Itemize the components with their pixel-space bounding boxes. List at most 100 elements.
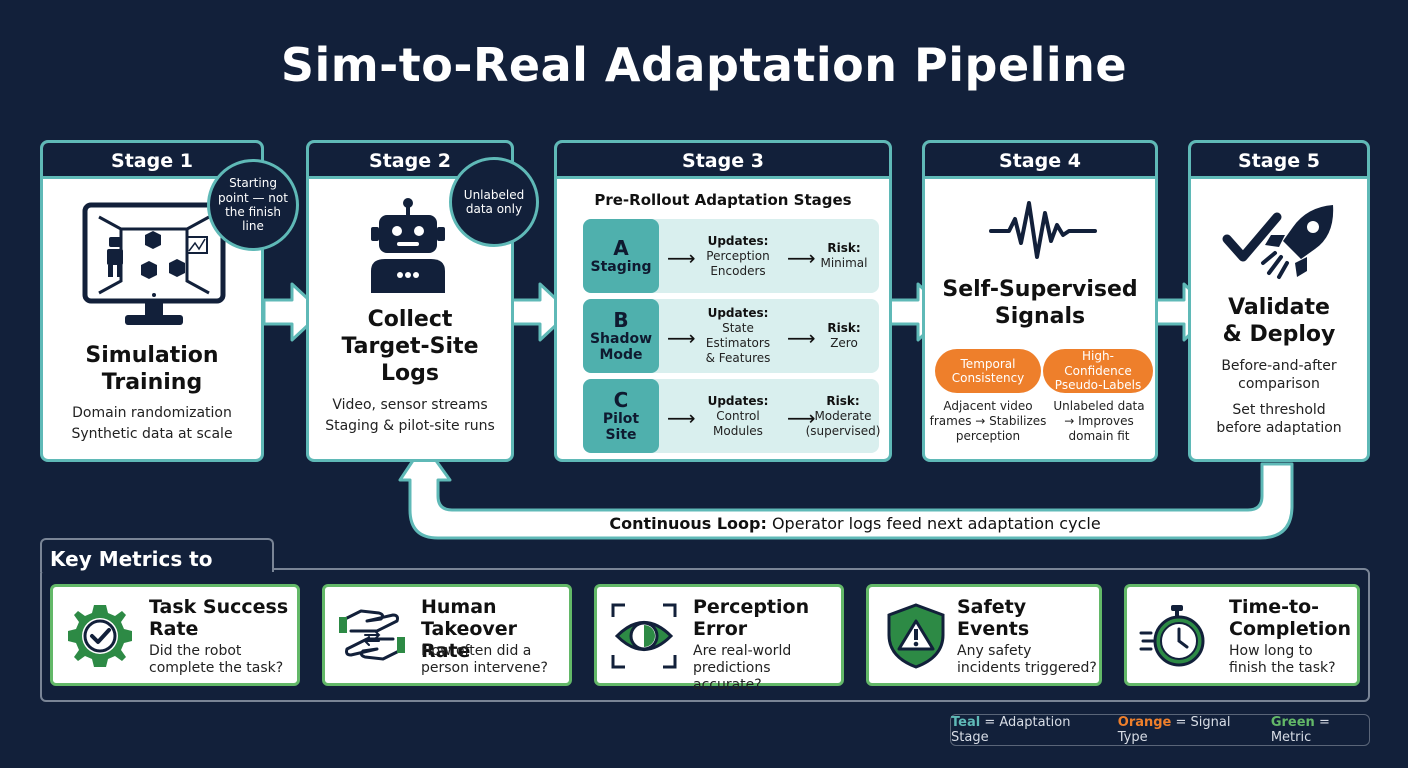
legend-key: Orange	[1117, 715, 1172, 730]
risk-col: Risk: Moderate (supervised)	[805, 379, 881, 453]
title-line: Safety	[957, 596, 1027, 618]
description-line: How long to	[1229, 643, 1313, 659]
title-line: Logs	[381, 360, 439, 386]
description-line: complete the task?	[149, 659, 284, 676]
metric-card-task-success: Task Success Rate Did the robot complete…	[50, 584, 300, 686]
title-line: Rate	[149, 617, 199, 640]
stage-title: Simulation Training	[43, 343, 261, 397]
metric-card-human-takeover: Human Takeover Rate How often did a pers…	[322, 584, 572, 686]
signal-description: Adjacent video frames → Stabilizes perce…	[927, 399, 1049, 444]
updates-col: Updates: Control Modules	[695, 379, 781, 453]
row-badge: A Staging	[583, 219, 659, 293]
updates-line: Perception	[706, 248, 770, 263]
description-line: incidents triggered?	[957, 659, 1097, 676]
risk-line: Minimal	[820, 256, 868, 270]
description-line: Video, sensor streams	[332, 397, 488, 413]
description-line: Synthetic data at scale	[71, 426, 233, 442]
stopwatch-icon	[1139, 605, 1205, 667]
metric-card-perception-error: Perception Error Are real-world predicti…	[594, 584, 844, 693]
updates-col: Updates: State Estimators & Features	[695, 299, 781, 373]
row-badge: C Pilot Site	[583, 379, 659, 453]
title-line: Self-Supervised	[942, 277, 1138, 302]
legend-key: Green	[1270, 715, 1315, 730]
loop-caption: Continuous Loop: Operator logs feed next…	[520, 514, 1190, 533]
title-line: Signals	[994, 303, 1086, 329]
description-line: Did the robot	[149, 643, 242, 659]
description-line: → Improves	[1064, 414, 1134, 428]
updates-label: Updates:	[707, 233, 769, 248]
row-name: Site	[605, 427, 637, 443]
loop-text: Operator logs feed next adaptation cycle	[766, 514, 1101, 533]
signal-description: Unlabeled data → Improves domain fit	[1043, 399, 1155, 444]
title-line: Simulation	[85, 343, 219, 368]
metric-title: Perception Error	[693, 596, 809, 641]
stage-2-card: Stage 2 Collect Target-Site Logs Video, …	[306, 140, 539, 462]
description-line: Adjacent video	[943, 399, 1033, 413]
row-name: Shadow	[589, 330, 653, 347]
pill-line: Consistency	[951, 371, 1025, 385]
stage-description: Set threshold before adaptation	[1191, 401, 1367, 437]
arrow-right-icon: ⟶	[787, 406, 816, 430]
legend: Teal = Adaptation Stage Orange = Signal …	[950, 714, 1370, 746]
title-line: Training	[101, 369, 203, 395]
description-line: frames → Stabilizes	[929, 414, 1047, 428]
title-line: Human	[421, 596, 497, 618]
legend-value: = Signal Type	[1117, 715, 1231, 745]
stage-1-card: Stage 1 Simulation Training Domain rando…	[40, 140, 299, 462]
legend-item-green: Green = Metric	[1271, 715, 1369, 745]
updates-line: Estimators	[705, 336, 771, 350]
title-line: Collect	[367, 307, 453, 332]
legend-value: = Adaptation Stage	[951, 715, 1071, 745]
note-badge: Starting point — not the finish line	[207, 159, 299, 251]
metric-title: Human Takeover Rate	[421, 596, 569, 663]
risk-label: Risk:	[827, 321, 861, 335]
arrow-right-icon: ⟶	[667, 246, 696, 270]
arrow-right-icon: ⟶	[667, 326, 696, 350]
metric-title: Task Success Rate	[149, 596, 288, 641]
updates-label: Updates:	[707, 306, 769, 320]
risk-label: Risk:	[827, 241, 861, 255]
updates-line: Encoders	[710, 263, 766, 278]
stage-description: Video, sensor streams Staging & pilot-si…	[309, 395, 511, 437]
updates-line: Modules	[713, 423, 763, 438]
row-name: Mode	[599, 347, 643, 363]
title-line: Time-to-	[1229, 596, 1320, 618]
metric-card-time-to-completion: Time-to- Completion How long to finish t…	[1124, 584, 1360, 686]
metric-title: Time-to- Completion	[1229, 596, 1351, 641]
legend-item-teal: Teal = Adaptation Stage	[951, 715, 1104, 745]
row-letter: C	[613, 387, 629, 412]
updates-line: Control	[716, 408, 760, 423]
description-line: Are real-world	[693, 643, 792, 659]
updates-label: Updates:	[707, 393, 769, 408]
title-line: Events	[957, 617, 1030, 640]
description-line: Domain randomization	[72, 405, 232, 421]
badge-text: Unlabeled data only	[463, 187, 525, 216]
adaptation-row-a: A Staging ⟶ Updates: Perception Encoders…	[583, 219, 879, 293]
risk-col: Risk: Minimal	[809, 219, 879, 293]
check-rocket-icon	[1222, 205, 1334, 279]
description-line: Unlabeled data	[1053, 399, 1145, 413]
gear-check-icon	[68, 605, 132, 667]
stage-title: Collect Target-Site Logs	[309, 307, 511, 387]
metric-description: How often did a person intervene?	[421, 643, 548, 677]
metric-description: Any safety incidents triggered?	[957, 643, 1097, 677]
description-line: finish the task?	[1229, 659, 1336, 676]
page-title: Sim-to-Real Adaptation Pipeline	[280, 38, 1128, 92]
loop-label: Continuous Loop:	[609, 514, 767, 533]
risk-line: Moderate	[814, 408, 872, 423]
row-letter: A	[613, 235, 629, 260]
monitor-robot-icon	[82, 202, 226, 325]
stage-3-card: Stage 3 Pre-Rollout Adaptation Stages A …	[554, 140, 892, 462]
adaptation-row-b: B Shadow Mode ⟶ Updates: State Estimator…	[583, 299, 879, 373]
metrics-panel	[40, 568, 1370, 702]
title-line: Completion	[1229, 617, 1351, 640]
stage-description: Domain randomization Synthetic data at s…	[43, 403, 261, 445]
description-line: before adaptation	[1216, 420, 1342, 437]
row-badge: B Shadow Mode	[583, 299, 659, 373]
metric-description: Are real-world predictions accurate?	[693, 643, 841, 693]
title-line: Takeover Rate	[421, 617, 518, 662]
shield-warning-icon	[887, 603, 945, 669]
eye-icon	[611, 603, 677, 669]
metric-title: Safety Events	[957, 596, 1030, 641]
